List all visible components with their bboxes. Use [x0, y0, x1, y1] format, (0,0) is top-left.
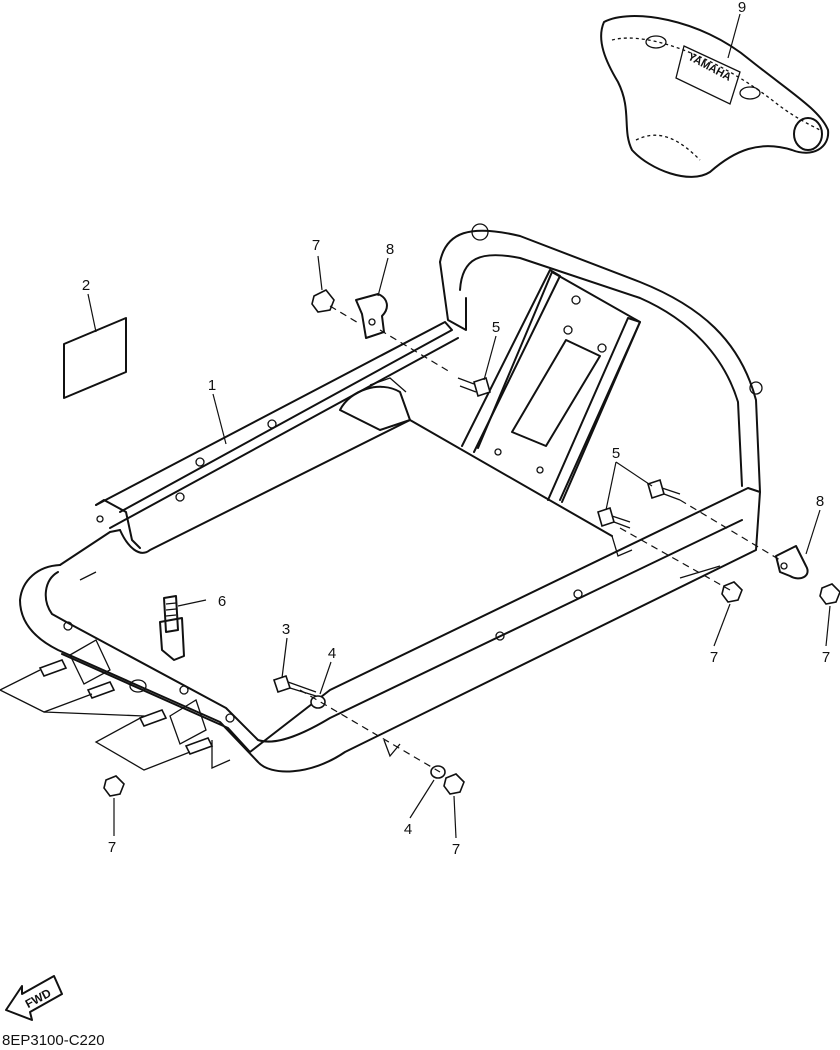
- callout-7-bottom-left: 7: [108, 839, 116, 856]
- callout-4-upper: 4: [328, 645, 336, 662]
- nut-7-upper: [311, 288, 335, 313]
- callout-7-upper: 7: [312, 237, 320, 254]
- callout-5-right: 5: [612, 445, 620, 462]
- label-sheet: [63, 317, 127, 399]
- callout-2: 2: [82, 277, 90, 294]
- fwd-arrow: FWD: [5, 975, 63, 1021]
- strap-clip: [159, 595, 185, 661]
- bracket-right: [775, 545, 809, 580]
- assembly-lines-front: [0, 669, 191, 771]
- callout-7-bottom-center: 7: [452, 841, 460, 858]
- washer-4-lower: [430, 765, 446, 779]
- nut-7-bottom-center: [443, 773, 465, 795]
- bolt-3: [272, 674, 317, 697]
- callout-4-lower: 4: [404, 821, 412, 838]
- callout-7-right-a: 7: [710, 649, 718, 666]
- assembly-line-center: [299, 689, 441, 773]
- callout-9: 9: [738, 0, 746, 16]
- studs-front: [38, 659, 214, 755]
- bolt-5-right-b: [597, 506, 631, 529]
- nut-7-bottom-left: [103, 775, 125, 797]
- bolt-5-right-a: [647, 478, 681, 501]
- bracket-left: [355, 293, 388, 339]
- handlebar-badge-text: YAMAHA: [686, 51, 733, 84]
- callout-6: 6: [218, 593, 226, 610]
- callout-8-right: 8: [816, 493, 824, 510]
- diagram-part-code: 8EP3100-C220: [2, 1032, 105, 1049]
- nut-7-right-b: [819, 583, 840, 605]
- main-frame: [19, 223, 763, 773]
- nut-7-right-a: [721, 581, 743, 603]
- assembly-line-right: [619, 499, 781, 591]
- callout-7-right-b: 7: [822, 649, 830, 666]
- callout-1: 1: [208, 377, 216, 394]
- bolt-5-upper: [457, 376, 491, 398]
- callout-8-upper: 8: [386, 241, 394, 258]
- leader-lines: [87, 13, 831, 839]
- callout-3: 3: [282, 621, 290, 638]
- handlebar-cover: YAMAHA: [600, 15, 830, 178]
- assembly-line-upper: [329, 305, 451, 373]
- callout-5-upper: 5: [492, 319, 500, 336]
